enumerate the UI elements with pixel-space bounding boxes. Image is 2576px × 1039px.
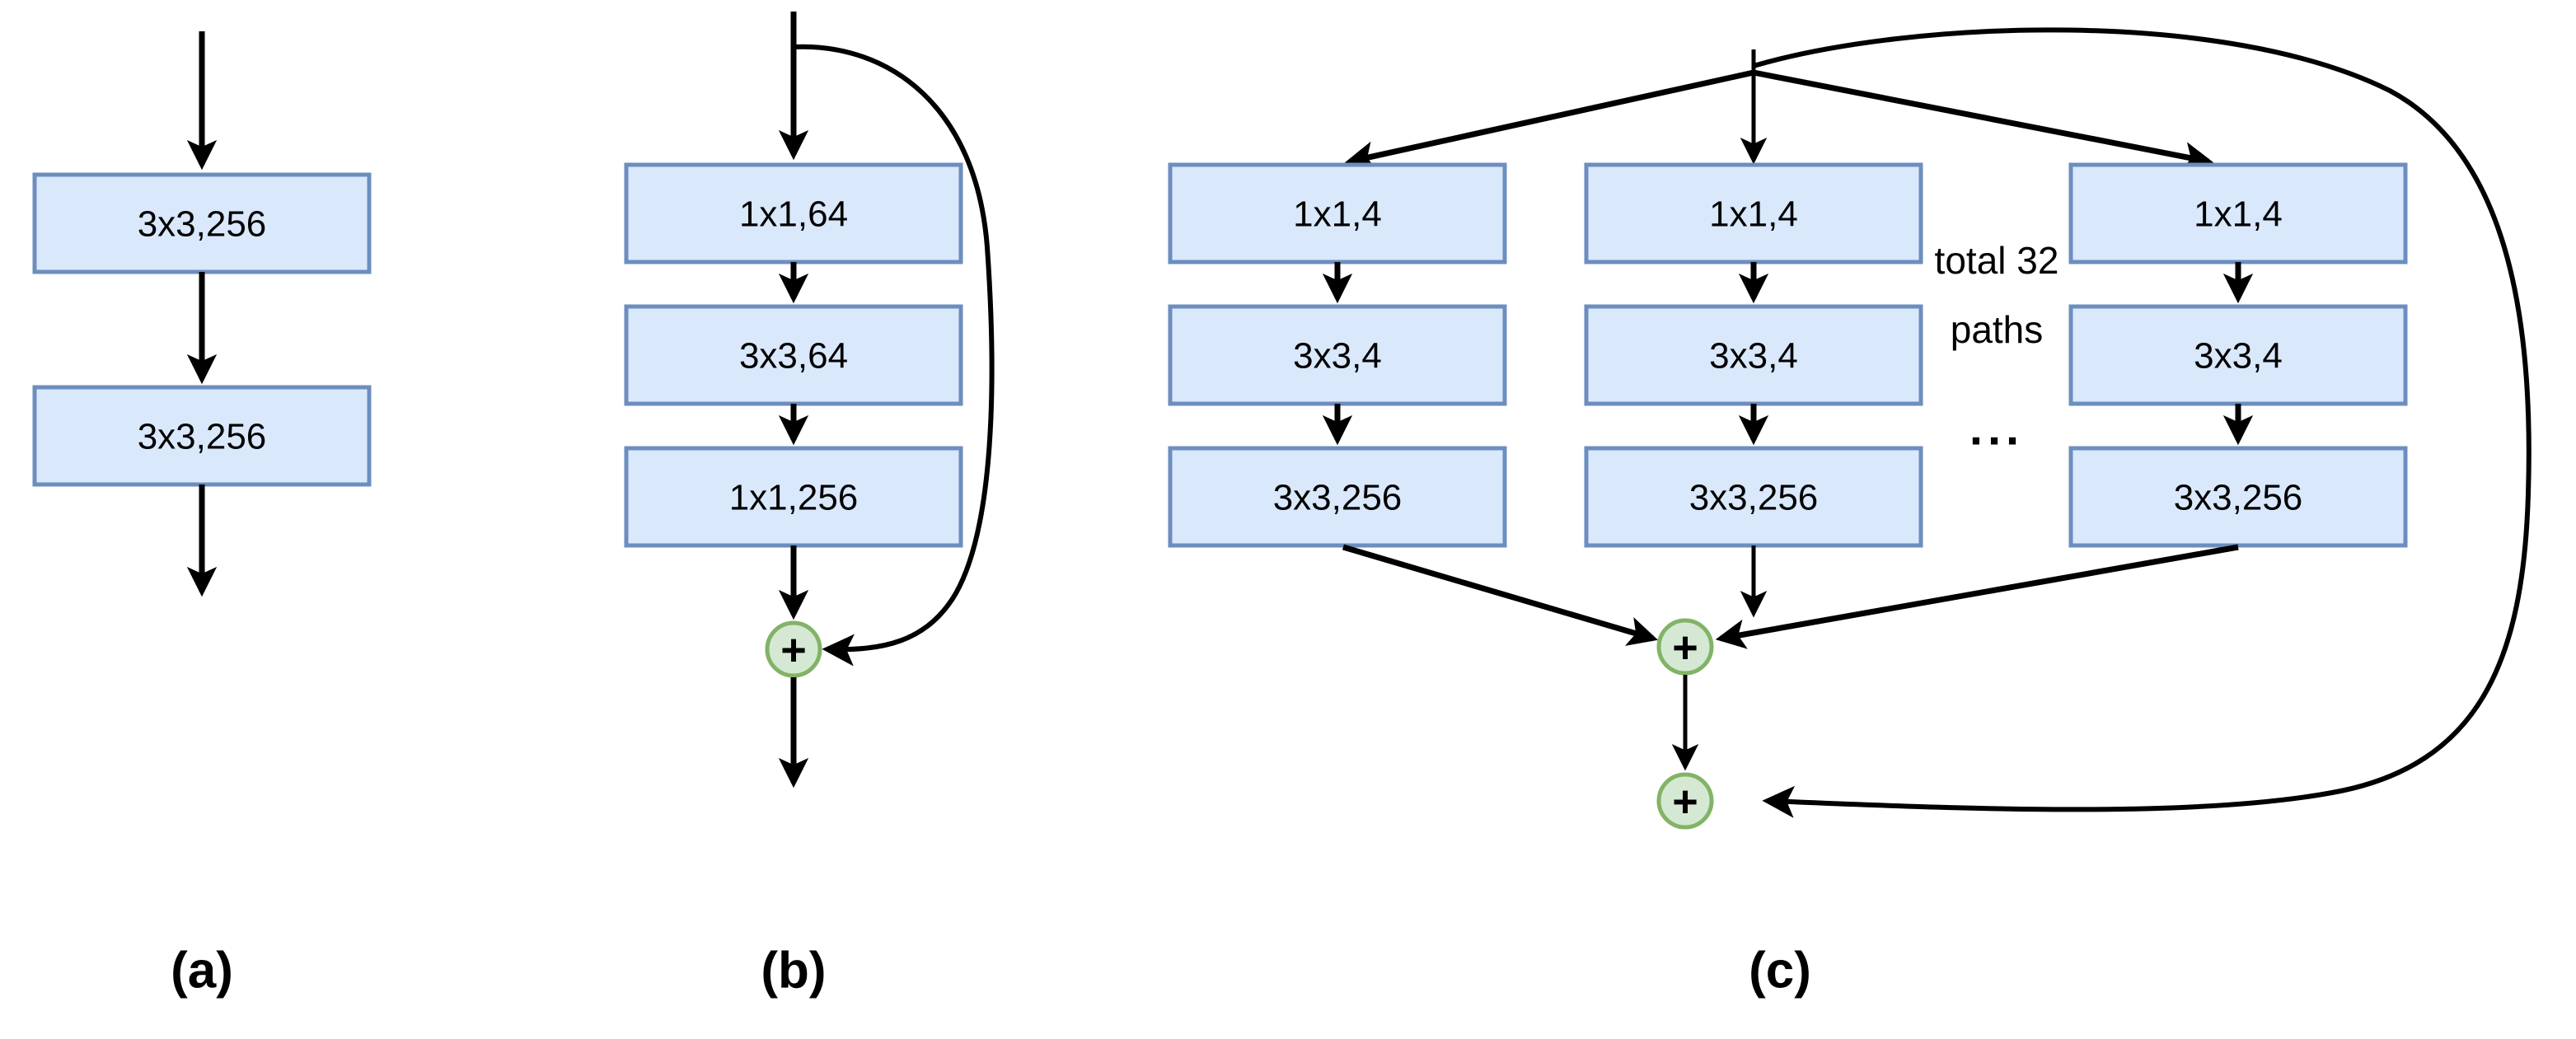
- panel-c-sum-node-1[interactable]: [1656, 772, 1714, 830]
- panel-a-block-0-label: 3x3,256: [138, 204, 267, 245]
- panel-b-sum-node[interactable]: [765, 620, 822, 678]
- panel-c-path-3-block-0[interactable]: [2068, 162, 2408, 264]
- panel-b-block-2[interactable]: [624, 446, 963, 548]
- panel-c-path-2-block-0-label: 1x1,4: [1709, 194, 1798, 235]
- panel-c-path-3-block-1-label: 3x3,4: [2194, 336, 2283, 377]
- panel-c-path-1-block-2-label: 3x3,256: [1273, 478, 1403, 518]
- panel-b-block-2-label: 1x1,256: [729, 478, 859, 518]
- panel-c-path-2-block-1-label: 3x3,4: [1709, 336, 1798, 377]
- panel-b-block-0[interactable]: [624, 162, 963, 264]
- panel-c-path-3-block-0-label: 1x1,4: [2194, 194, 2283, 235]
- panel-b-block-0-label: 1x1,64: [739, 194, 848, 235]
- panel-b-sum-glyph: +: [780, 625, 807, 675]
- panel-c-ellipsis: ...: [1969, 402, 2024, 456]
- panel-c-annotation-line-2: paths: [1951, 308, 2044, 351]
- panel-a: 3x3,256 3x3,256 (a): [32, 31, 372, 999]
- panel-c-identity-skip: [1753, 27, 2532, 818]
- panel-c-path-1-block-2[interactable]: [1168, 446, 1507, 548]
- panel-c-annotation-line-1: total 32: [1935, 239, 2059, 282]
- panel-a-caption: (a): [171, 943, 233, 999]
- panel-c-path-3-block-2-label: 3x3,256: [2174, 478, 2303, 518]
- panel-c-path-1-block-1-label: 3x3,4: [1293, 336, 1382, 377]
- panel-c-path-2-block-0[interactable]: [1584, 162, 1923, 264]
- panel-b-block-1-label: 3x3,64: [739, 336, 848, 377]
- panel-c-fanout-path-3: [1753, 69, 2214, 172]
- panel-c-path-2-block-1[interactable]: [1584, 304, 1923, 406]
- panel-c-sum-node-0[interactable]: [1656, 618, 1714, 676]
- panel-a-block-1[interactable]: [32, 385, 372, 487]
- panel-c-path-2-block-2[interactable]: [1584, 446, 1923, 548]
- panel-c-path-1-merge-edge: [1342, 544, 1659, 646]
- panel-c-path-3-merge-edge: [1715, 544, 2239, 649]
- panel-c-path-3-block-1[interactable]: [2068, 304, 2408, 406]
- panel-b-caption: (b): [761, 943, 826, 999]
- panel-a-block-1-label: 3x3,256: [138, 417, 267, 457]
- panel-c-sum-node-1-glyph: +: [1672, 777, 1698, 826]
- panel-b: 1x1,64 3x3,64 1x1,256 + (b): [624, 12, 995, 999]
- panel-c-sum-node-0-glyph: +: [1672, 623, 1698, 672]
- panel-c-path-1-block-1[interactable]: [1168, 304, 1507, 406]
- panel-c: 1x1,4 3x3,4 3x3,256 1x1,4 3x3,4 3x3,256 …: [1168, 27, 2532, 999]
- panel-b-skip-connection: [793, 44, 995, 667]
- panel-c-path-3-block-2[interactable]: [2068, 446, 2408, 548]
- panel-c-fanout-path-1: [1344, 69, 1754, 171]
- panel-c-caption: (c): [1749, 943, 1811, 999]
- panel-c-path-2-block-2-label: 3x3,256: [1689, 478, 1819, 518]
- panel-c-path-1-block-0-label: 1x1,4: [1293, 194, 1382, 235]
